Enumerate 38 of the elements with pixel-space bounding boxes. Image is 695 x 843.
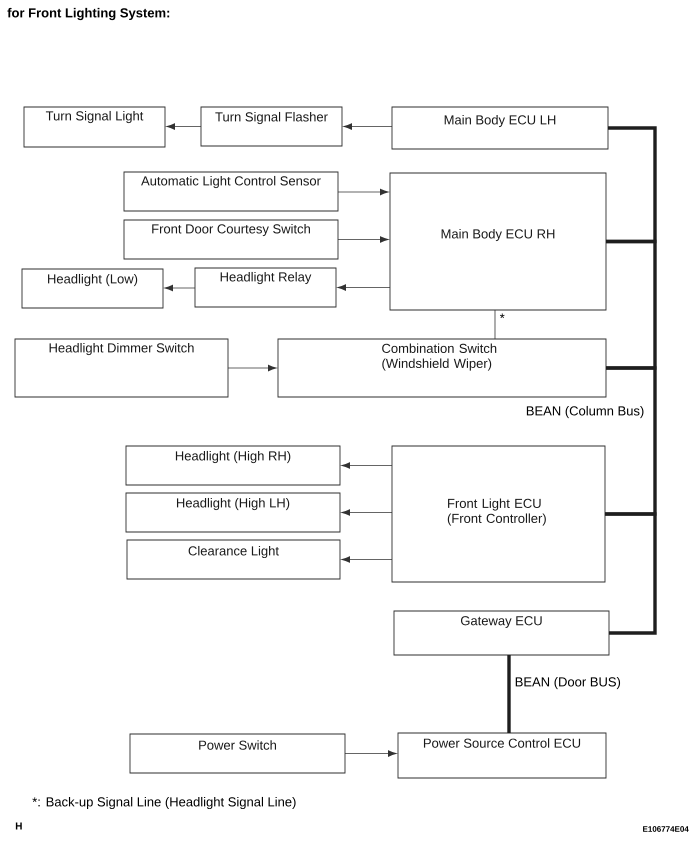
component-box: Headlight (Low) xyxy=(22,268,164,308)
arrow xyxy=(228,364,277,372)
component-box: Automatic Light Control Sensor xyxy=(124,172,338,212)
arrow xyxy=(338,236,389,243)
component-box: Gateway ECU xyxy=(394,610,610,656)
component-box: Headlight (High LH) xyxy=(126,492,340,532)
bus-line xyxy=(507,655,511,733)
component-box: Main Body ECU LH xyxy=(392,106,608,150)
component-box: Front Light ECU (Front Controller) xyxy=(392,446,606,582)
edge-label: BEAN (Column Bus) xyxy=(524,404,646,420)
signal-line xyxy=(494,310,496,340)
bus-line xyxy=(605,512,657,635)
arrow xyxy=(166,123,202,130)
component-box: Headlight Dimmer Switch xyxy=(14,338,228,398)
component-box: Power Source Control ECU xyxy=(398,732,606,778)
edge-label: * xyxy=(498,312,506,324)
component-box: Turn Signal Flasher xyxy=(200,106,342,146)
arrow xyxy=(344,750,397,757)
component-box: Power Switch xyxy=(130,734,346,774)
component-box: Front Door Courtesy Switch xyxy=(124,220,338,260)
footnote: *: Back-up Signal Line (Headlight Signal Line) xyxy=(32,796,296,810)
component-box: Combination Switch (Windshield Wiper) xyxy=(278,338,606,398)
arrow xyxy=(341,556,392,563)
component-box: Clearance Light xyxy=(126,540,340,580)
section-letter: H xyxy=(16,822,22,830)
arrow xyxy=(341,462,392,469)
component-box: Main Body ECU RH xyxy=(390,172,606,310)
arrow xyxy=(338,188,389,196)
component-box: Turn Signal Light xyxy=(24,106,166,148)
component-box: Headlight Relay xyxy=(194,268,336,308)
title: for Front Lighting System: xyxy=(7,8,170,20)
edge-label: BEAN (Door BUS) xyxy=(513,675,622,691)
arrow xyxy=(343,123,392,130)
arrow xyxy=(164,284,196,292)
figure-code: E106774E04 xyxy=(643,826,689,832)
component-box: Headlight (High RH) xyxy=(126,446,340,486)
arrow xyxy=(337,284,390,291)
arrow xyxy=(341,509,392,516)
